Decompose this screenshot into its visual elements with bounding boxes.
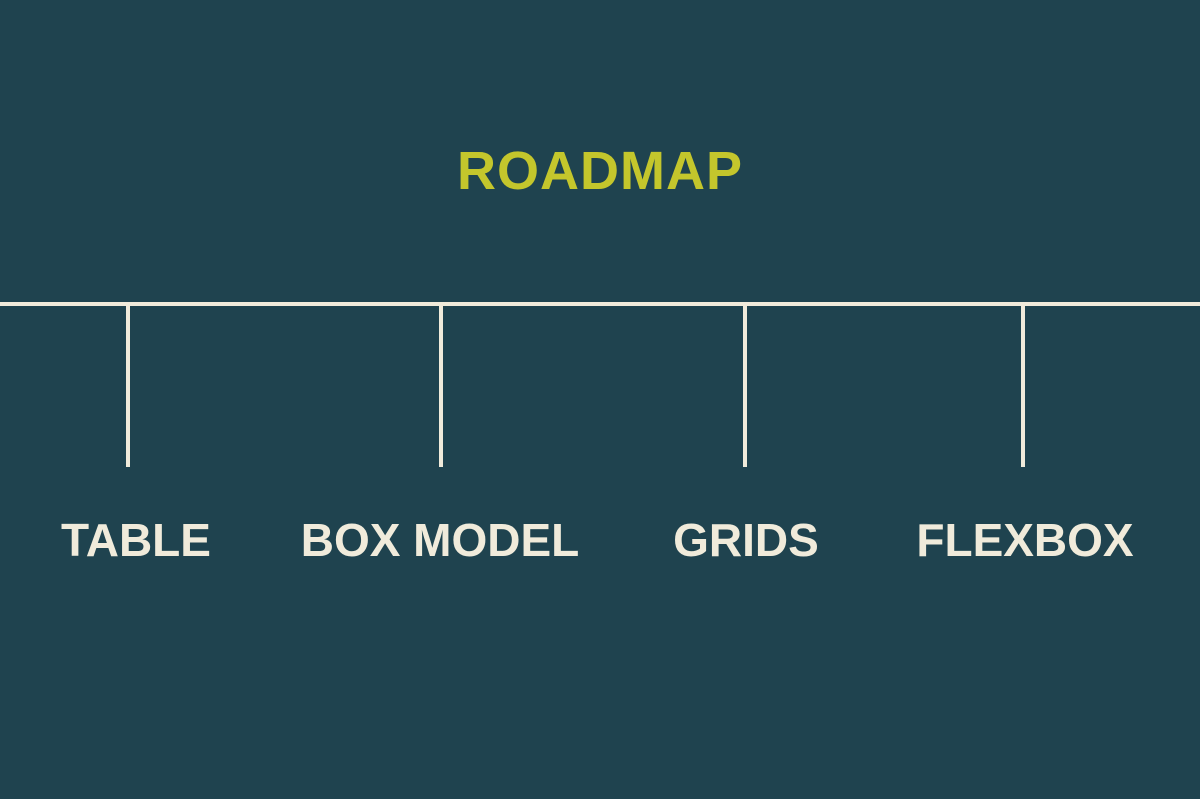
stage-label-flexbox: FLEXBOX <box>916 514 1134 566</box>
roadmap-title: ROADMAP <box>457 141 743 201</box>
timeline-tick-table <box>126 305 130 467</box>
stage-label-box-model: BOX MODEL <box>300 514 580 566</box>
timeline-tick-box-model <box>439 305 443 467</box>
stage-label-grids: GRIDS <box>673 514 819 566</box>
stage-label-table: TABLE <box>61 514 211 566</box>
timeline-line <box>0 302 1200 306</box>
timeline-tick-flexbox <box>1021 305 1025 467</box>
timeline-tick-grids <box>743 305 747 467</box>
